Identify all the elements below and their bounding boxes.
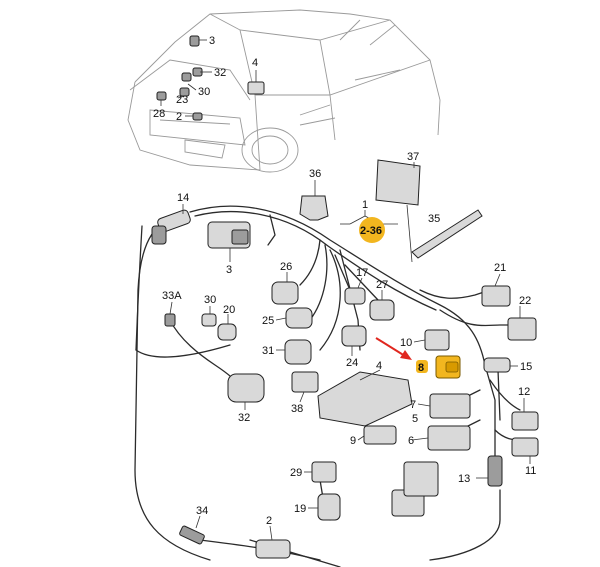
callout-34: 34: [196, 505, 208, 517]
callout-3-car: 3: [209, 35, 215, 47]
callout-2-car: 2: [176, 111, 182, 123]
highlighted-part-8: [435, 355, 461, 379]
callout-3: 3: [226, 264, 232, 276]
callout-14: 14: [177, 192, 189, 204]
callout-13: 13: [458, 473, 470, 485]
callout-2: 2: [266, 515, 272, 527]
range-bracket: [340, 210, 398, 243]
callout-32-car: 32: [214, 67, 226, 79]
callout-15: 15: [520, 361, 532, 373]
range-badge: [359, 217, 385, 243]
callout-17: 17: [356, 267, 368, 279]
callout-4: 4: [376, 360, 382, 372]
callout-33a: 33A: [162, 290, 182, 302]
callout-23-car: 23: [176, 94, 188, 106]
callout-35: 35: [428, 213, 440, 225]
callout-20: 20: [223, 304, 235, 316]
callout-32: 32: [238, 412, 250, 424]
callout-5: 5: [412, 413, 418, 425]
callout-30: 30: [204, 294, 216, 306]
components: [151, 159, 539, 559]
callout-12: 12: [518, 386, 530, 398]
vehicle-outline: [127, 9, 441, 173]
callout-6: 6: [408, 435, 414, 447]
selected-label: 8: [418, 362, 424, 374]
callout-leaders: [169, 162, 531, 541]
callout-26: 26: [280, 261, 292, 273]
callout-25: 25: [262, 315, 274, 327]
callout-27: 27: [376, 279, 388, 291]
callout-31: 31: [262, 345, 274, 357]
callout-28-car: 28: [153, 108, 165, 120]
range-label: 2-36: [360, 225, 382, 237]
callout-labels: 3 32 4 30 23 28 2 37 36 14 1 35 3 26 17 …: [153, 35, 536, 527]
vehicle-leaders: [160, 39, 257, 117]
callout-30-car: 30: [198, 86, 210, 98]
selected-badge: [416, 360, 428, 373]
callout-19: 19: [294, 503, 306, 515]
callout-21: 21: [494, 262, 506, 274]
pointer-arrow: [375, 337, 412, 360]
callout-29: 29: [290, 467, 302, 479]
callout-10: 10: [400, 337, 412, 349]
engine-bay-parts: [156, 35, 265, 121]
callout-11: 11: [525, 465, 536, 477]
callout-24: 24: [346, 357, 358, 369]
callout-9: 9: [350, 435, 356, 447]
callout-1: 1: [362, 199, 368, 211]
callout-36: 36: [309, 168, 321, 180]
callout-37: 37: [407, 151, 419, 163]
callout-38: 38: [291, 403, 303, 415]
callout-22: 22: [519, 295, 531, 307]
callout-7: 7: [410, 399, 416, 411]
callout-4-car: 4: [252, 57, 258, 69]
